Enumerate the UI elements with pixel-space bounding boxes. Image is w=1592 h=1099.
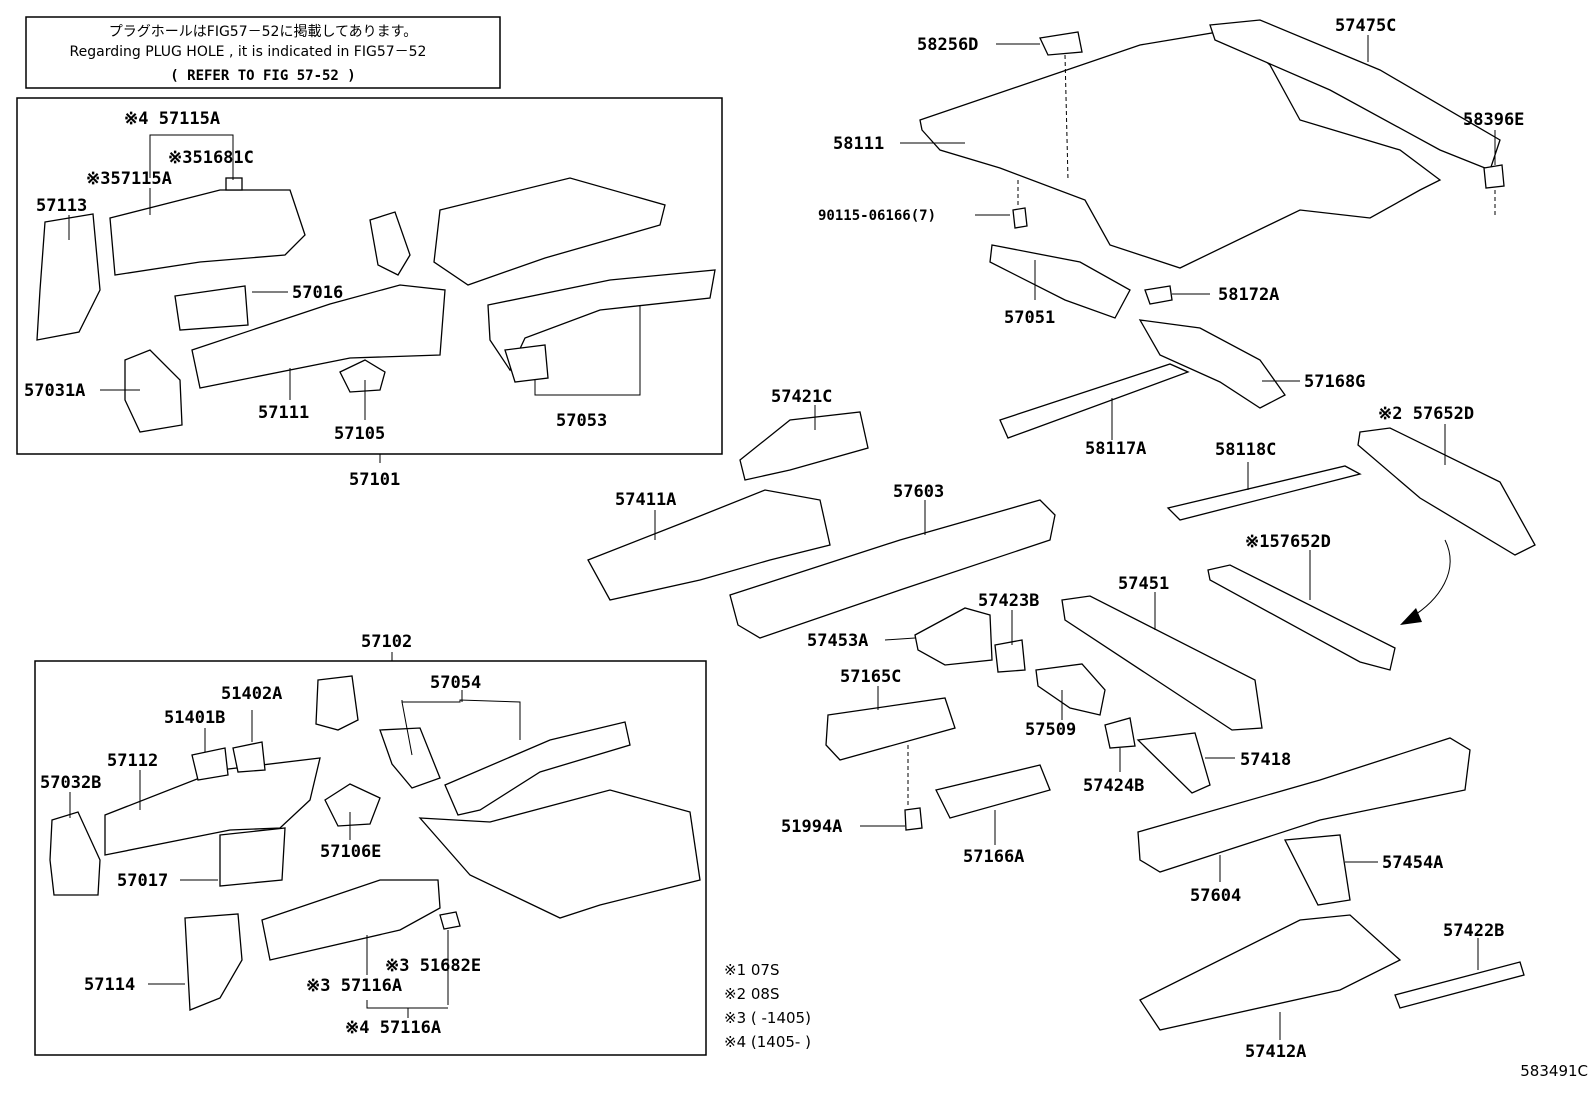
label-57421C[interactable]: 57421C bbox=[771, 387, 832, 407]
assembly-box-lower bbox=[34, 660, 707, 1056]
label-57453A[interactable]: 57453A bbox=[807, 631, 868, 651]
label-57113[interactable]: 57113 bbox=[36, 196, 87, 216]
label-57115A-3[interactable]: ※357115A bbox=[86, 169, 172, 189]
legend-4: ※4 (1405- ) bbox=[724, 1033, 811, 1051]
label-57418[interactable]: 57418 bbox=[1240, 750, 1291, 770]
label-57451[interactable]: 57451 bbox=[1118, 574, 1169, 594]
notice-line-1: プラグホールはFIG57－52に掲載してあります。 bbox=[109, 24, 417, 40]
label-58111[interactable]: 58111 bbox=[833, 134, 884, 154]
label-58396E[interactable]: 58396E bbox=[1463, 110, 1524, 130]
label-57454A[interactable]: 57454A bbox=[1382, 853, 1443, 873]
figure-id: 583491C bbox=[1520, 1062, 1588, 1080]
label-57116A-4[interactable]: ※4 57116A bbox=[345, 1018, 441, 1038]
label-57032B[interactable]: 57032B bbox=[40, 773, 101, 793]
label-57412A[interactable]: 57412A bbox=[1245, 1042, 1306, 1062]
label-57031A[interactable]: 57031A bbox=[24, 381, 85, 401]
label-51402A[interactable]: 51402A bbox=[221, 684, 282, 704]
label-57116A-3[interactable]: ※3 57116A bbox=[306, 976, 402, 996]
label-57114[interactable]: 57114 bbox=[84, 975, 135, 995]
label-57165C[interactable]: 57165C bbox=[840, 667, 901, 687]
assembly-box-upper bbox=[16, 97, 723, 455]
label-57111[interactable]: 57111 bbox=[258, 403, 309, 423]
label-57411A[interactable]: 57411A bbox=[615, 490, 676, 510]
label-58256D[interactable]: 58256D bbox=[917, 35, 978, 55]
notice-line-3: ( REFER TO FIG 57-52 ) bbox=[170, 68, 355, 84]
legend-1: ※1 07S bbox=[724, 961, 780, 979]
label-57603[interactable]: 57603 bbox=[893, 482, 944, 502]
label-57475C[interactable]: 57475C bbox=[1335, 16, 1396, 36]
label-57168G[interactable]: 57168G bbox=[1304, 372, 1365, 392]
label-57017[interactable]: 57017 bbox=[117, 871, 168, 891]
legend-3: ※3 ( -1405) bbox=[724, 1009, 811, 1027]
label-57053[interactable]: 57053 bbox=[556, 411, 607, 431]
label-57016[interactable]: 57016 bbox=[292, 283, 343, 303]
label-57509[interactable]: 57509 bbox=[1025, 720, 1076, 740]
label-57166A[interactable]: 57166A bbox=[963, 847, 1024, 867]
label-58172A[interactable]: 58172A bbox=[1218, 285, 1279, 305]
label-51681C[interactable]: ※351681C bbox=[168, 148, 254, 168]
label-57652D-1[interactable]: ※157652D bbox=[1245, 532, 1331, 552]
label-57424B[interactable]: 57424B bbox=[1083, 776, 1144, 796]
label-57105[interactable]: 57105 bbox=[334, 424, 385, 444]
label-57115A-4[interactable]: ※4 57115A bbox=[124, 109, 220, 129]
label-57102[interactable]: 57102 bbox=[361, 632, 412, 652]
label-57423B[interactable]: 57423B bbox=[978, 591, 1039, 611]
label-58117A[interactable]: 58117A bbox=[1085, 439, 1146, 459]
leader-lines bbox=[68, 35, 1496, 1040]
part-labels: ※4 57115A ※351681C ※357115A 57113 57016 … bbox=[24, 16, 1524, 1062]
legend-2: ※2 08S bbox=[724, 985, 780, 1003]
label-57604[interactable]: 57604 bbox=[1190, 886, 1241, 906]
label-57112[interactable]: 57112 bbox=[107, 751, 158, 771]
label-57106E[interactable]: 57106E bbox=[320, 842, 381, 862]
label-57054[interactable]: 57054 bbox=[430, 673, 481, 693]
legend: ※1 07S ※2 08S ※3 ( -1405) ※4 (1405- ) bbox=[724, 961, 811, 1051]
part-shapes bbox=[36, 19, 1536, 1031]
label-51682E[interactable]: ※3 51682E bbox=[385, 956, 481, 976]
notice-box: プラグホールはFIG57－52に掲載してあります。 Regarding PLUG… bbox=[25, 16, 501, 89]
label-90115-06166[interactable]: 90115-06166(7) bbox=[818, 208, 936, 224]
label-51401B[interactable]: 51401B bbox=[164, 708, 225, 728]
label-57652D-2[interactable]: ※2 57652D bbox=[1378, 404, 1474, 424]
label-57051[interactable]: 57051 bbox=[1004, 308, 1055, 328]
label-51994A[interactable]: 51994A bbox=[781, 817, 842, 837]
label-57422B[interactable]: 57422B bbox=[1443, 921, 1504, 941]
notice-line-2: Regarding PLUG HOLE , it is indicated in… bbox=[70, 44, 427, 60]
label-57101[interactable]: 57101 bbox=[349, 470, 400, 490]
label-58118C[interactable]: 58118C bbox=[1215, 440, 1276, 460]
